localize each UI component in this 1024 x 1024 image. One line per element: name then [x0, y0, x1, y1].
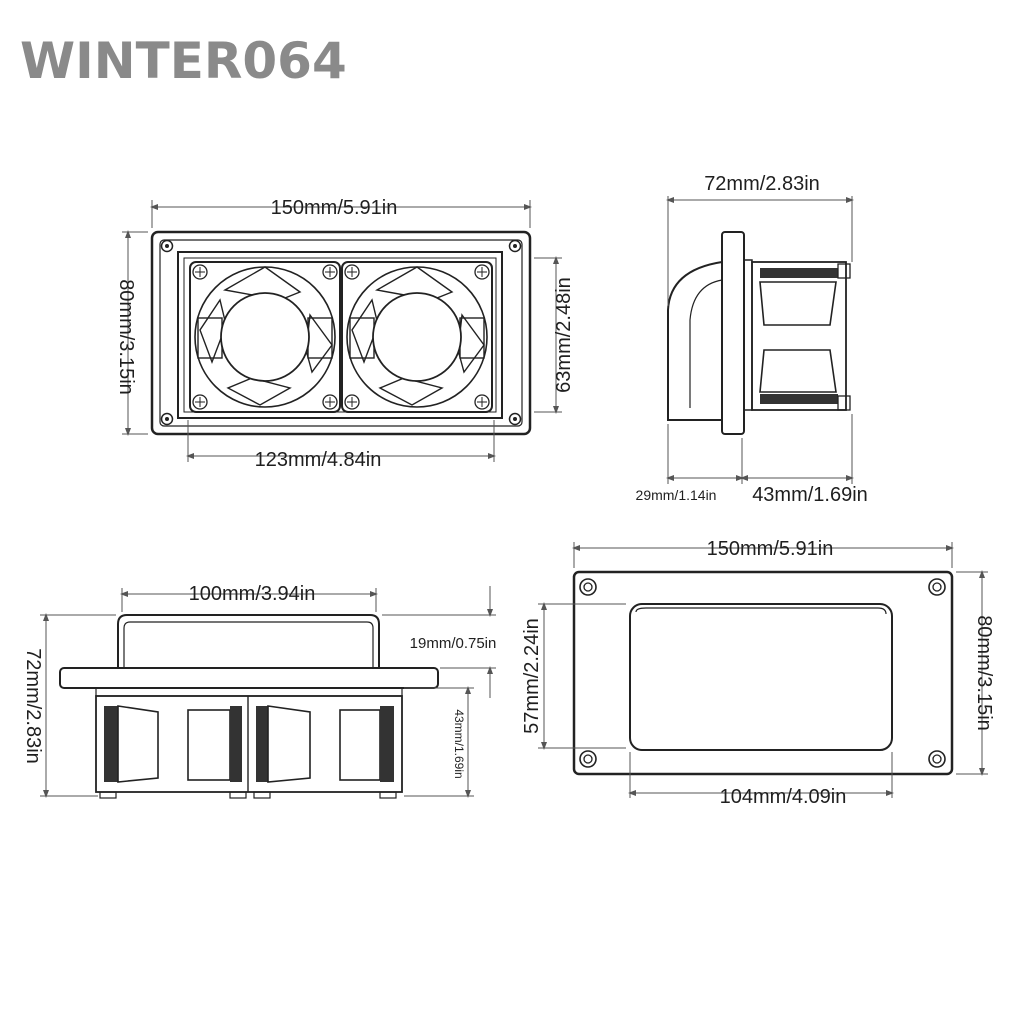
- front-inner-height-label: 63mm/2.48in: [553, 277, 575, 393]
- side-rear-depth-label: 43mm/1.69in: [752, 484, 868, 506]
- mount-hole: [579, 578, 597, 596]
- bottom-view: 100mm/3.94in 19mm/0.75in 72mm/2.83in 43m…: [22, 583, 497, 799]
- back-height-label: 80mm/3.15in: [973, 615, 995, 731]
- watermark: WINTER064: [20, 32, 347, 90]
- mount-hole: [579, 750, 597, 768]
- front-width-label: 150mm/5.91in: [271, 197, 398, 219]
- bottom-grill-width-label: 100mm/3.94in: [189, 583, 316, 605]
- front-height-label: 80mm/3.15in: [115, 279, 137, 395]
- bottom-fan-depth-label: 43mm/1.69in: [452, 709, 466, 778]
- fan-left: [189, 261, 341, 413]
- mount-hole: [928, 750, 946, 768]
- front-view: 150mm/5.91in 80mm/3.15in 63mm/2.48in 123…: [115, 197, 575, 471]
- fan-right: [341, 261, 493, 413]
- mount-hole: [160, 412, 174, 426]
- back-opening-width-label: 104mm/4.09in: [720, 786, 847, 808]
- back-opening-height-label: 57mm/2.24in: [521, 618, 543, 734]
- mount-hole: [160, 239, 174, 253]
- front-fan-span-label: 123mm/4.84in: [255, 449, 382, 471]
- bottom-grill-height-label: 19mm/0.75in: [410, 635, 497, 652]
- bottom-total-height-label: 72mm/2.83in: [22, 648, 44, 764]
- back-view: 150mm/5.91in 80mm/3.15in 57mm/2.24in 104…: [521, 538, 995, 808]
- side-front-depth-label: 29mm/1.14in: [636, 487, 717, 503]
- mount-hole: [508, 412, 522, 426]
- mount-hole: [508, 239, 522, 253]
- mount-hole: [928, 578, 946, 596]
- side-depth-label: 72mm/2.83in: [704, 173, 820, 195]
- back-width-label: 150mm/5.91in: [707, 538, 834, 560]
- side-view: 72mm/2.83in 29mm/1.14in 43mm/1.69in: [636, 173, 868, 506]
